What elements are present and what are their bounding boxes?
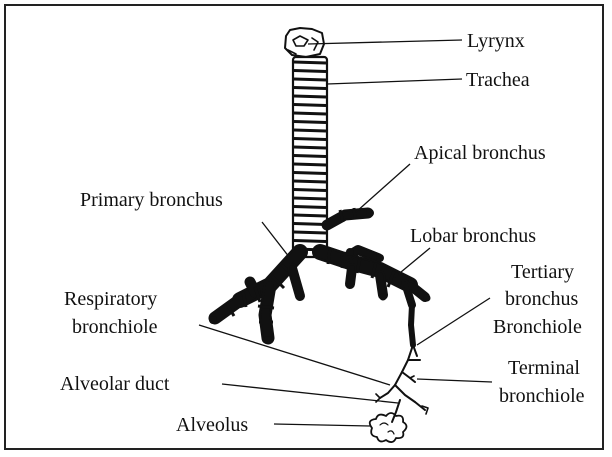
label-respiratory-line2: bronchiole bbox=[72, 316, 158, 338]
label-primary-bronchus: Primary bronchus bbox=[80, 189, 223, 211]
label-trachea: Trachea bbox=[466, 69, 530, 91]
trachea-ring bbox=[294, 130, 326, 131]
label-terminal-line1: Terminal bbox=[508, 357, 580, 379]
trachea-ring bbox=[294, 181, 326, 182]
trachea-ring bbox=[294, 62, 326, 63]
trachea-ring bbox=[294, 105, 326, 106]
trachea-ring bbox=[294, 215, 326, 216]
label-apical-bronchus: Apical bronchus bbox=[414, 142, 546, 164]
trachea-ring bbox=[294, 88, 326, 89]
trachea-ring bbox=[294, 122, 326, 123]
trachea-ring bbox=[294, 113, 326, 114]
trachea-ring bbox=[294, 224, 326, 225]
trachea-ring bbox=[294, 198, 326, 199]
trachea-ring bbox=[294, 156, 326, 157]
label-lobar-bronchus: Lobar bronchus bbox=[410, 225, 536, 247]
label-terminal-line2: bronchiole bbox=[499, 385, 585, 407]
label-bronchiole: Bronchiole bbox=[493, 316, 582, 338]
larynx-drawing bbox=[285, 28, 324, 57]
label-larynx: Lyrynx bbox=[467, 30, 525, 52]
trachea-ring bbox=[294, 164, 326, 165]
trachea-ring bbox=[294, 79, 326, 80]
label-respiratory-line1: Respiratory bbox=[64, 288, 157, 310]
label-alveolar-duct: Alveolar duct bbox=[60, 373, 170, 395]
label-alveolus: Alveolus bbox=[176, 414, 248, 436]
trachea-ring bbox=[294, 71, 326, 72]
trachea-ring bbox=[294, 190, 326, 191]
trachea-ring bbox=[294, 207, 326, 208]
trachea-ring bbox=[294, 147, 326, 148]
trachea-ring bbox=[294, 139, 326, 140]
trachea-ring bbox=[294, 241, 326, 242]
trachea-ring bbox=[294, 232, 326, 233]
trachea-ring bbox=[294, 96, 326, 97]
label-tertiary-line2: bronchus bbox=[505, 288, 579, 310]
label-tertiary-line1: Tertiary bbox=[511, 261, 574, 283]
trachea-ring bbox=[294, 173, 326, 174]
